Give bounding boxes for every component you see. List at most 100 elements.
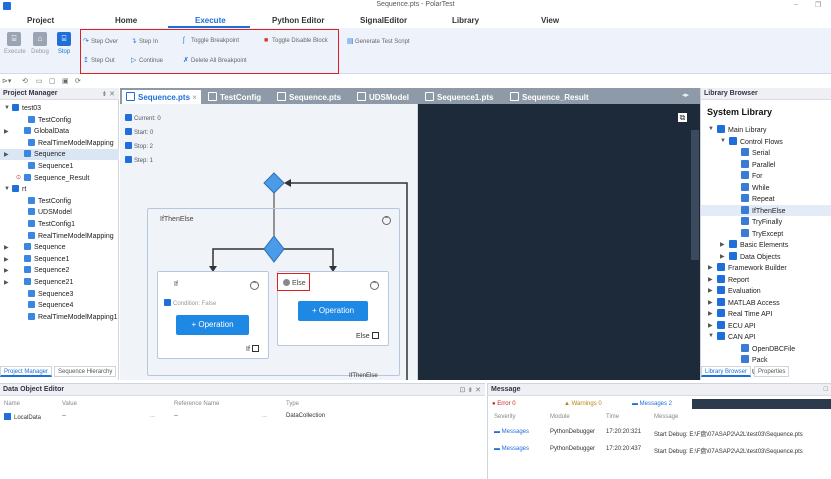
step-in-button[interactable]: ↴Step In — [131, 37, 158, 45]
continue-button[interactable]: ▷Continue — [131, 56, 163, 64]
panel-controls[interactable]: ⇟ ✕ — [101, 91, 115, 98]
tree-item[interactable]: ▶GlobalData — [0, 126, 119, 137]
fit-view-icon[interactable]: ⧉ — [678, 113, 687, 122]
row-ref-menu[interactable]: ... — [262, 413, 268, 419]
menu-execute[interactable]: Execute — [195, 16, 226, 25]
collapse-icon[interactable]: ▶ — [708, 276, 713, 283]
tab-sequence-hierarchy[interactable]: Sequence Hierarchy — [54, 366, 117, 377]
collapse-icon[interactable]: ⌃ — [370, 281, 379, 290]
tab-testconfig[interactable]: TestConfig — [204, 90, 265, 104]
library-item[interactable]: ▶Report — [701, 274, 831, 285]
toggle-disable-block-button[interactable]: ■Toggle Disable Block — [264, 37, 328, 44]
library-item[interactable]: ▼Control Flows — [701, 136, 831, 147]
library-item[interactable]: TryFinally — [701, 216, 831, 227]
collapse-icon[interactable]: ⌃ — [382, 216, 391, 225]
library-item[interactable]: ▶Basic Elements — [701, 239, 831, 250]
row-ref[interactable]: -- — [174, 413, 178, 419]
menu-python-editor[interactable]: Python Editor — [272, 16, 325, 25]
library-item[interactable]: ▶ECU API — [701, 320, 831, 331]
library-item[interactable]: ▶MATLAB Access — [701, 297, 831, 308]
collapse-icon[interactable]: ⌃ — [250, 281, 259, 290]
close-icon[interactable]: × — [192, 93, 197, 102]
library-item[interactable]: TryExcept — [701, 228, 831, 239]
library-item[interactable]: OpenDBCFile — [701, 343, 831, 354]
tree-item[interactable]: ▶Sequence — [0, 242, 119, 253]
tab-sequence1-pts[interactable]: Sequence1.pts — [421, 90, 497, 104]
tree-item[interactable]: ▼rt — [0, 184, 119, 195]
restore-icon[interactable]: ❐ — [815, 2, 822, 9]
collapse-icon[interactable]: ▶ — [708, 265, 713, 271]
menu-signal-editor[interactable]: SignalEditor — [360, 16, 408, 25]
tree-item[interactable]: ⊙Sequence_Result — [0, 173, 119, 184]
library-item[interactable]: ▶Real Time API — [701, 308, 831, 319]
tab-list-icon[interactable]: ◂▸ — [682, 92, 690, 99]
expand-icon[interactable]: ▼ — [4, 186, 10, 193]
tree-item[interactable]: RealTimeModelMapping1 — [0, 312, 119, 323]
expand-icon[interactable]: ▼ — [708, 333, 714, 339]
panel-controls[interactable]: ⊡ ⇟ ✕ — [459, 387, 482, 394]
collapse-icon[interactable]: ▶ — [4, 280, 9, 286]
library-item[interactable]: Repeat — [701, 193, 831, 204]
run-dropdown-icon[interactable]: ⊳▾ — [2, 78, 12, 85]
collapse-icon[interactable]: ▶ — [4, 129, 9, 136]
library-item[interactable]: Serial — [701, 147, 831, 158]
library-item[interactable]: ▼CAN API — [701, 331, 831, 342]
collapse-icon[interactable]: ▶ — [708, 288, 713, 294]
tab-udsmodel[interactable]: UDSModel — [353, 90, 413, 104]
tree-item[interactable]: TestConfig — [0, 115, 119, 126]
add-operation-button-else[interactable]: + Operation — [298, 301, 368, 321]
warning-filter[interactable]: ▲ Warnings 0 — [564, 401, 602, 407]
step-out-button[interactable]: ↥Step Out — [83, 56, 115, 64]
minimize-icon[interactable]: – — [794, 1, 798, 8]
collapse-icon[interactable]: ▶ — [708, 311, 713, 317]
collapse-icon[interactable]: ▶ — [708, 322, 713, 329]
add-operation-button-if[interactable]: + Operation — [176, 315, 249, 335]
menu-library[interactable]: Library — [452, 16, 480, 25]
scrollbar-thumb[interactable] — [691, 130, 699, 260]
collapse-icon[interactable]: ▶ — [4, 256, 9, 263]
error-filter[interactable]: ● Error 0 — [492, 401, 516, 407]
debug-button[interactable]: ⌂ Debug — [30, 32, 50, 55]
library-item[interactable]: ▶Framework Builder — [701, 262, 831, 273]
collapse-icon[interactable]: ▶ — [4, 245, 9, 252]
tree-item[interactable]: Sequence1 — [0, 161, 119, 172]
tree-item[interactable]: RealTimeModelMapping — [0, 231, 119, 242]
messages-filter[interactable]: ▬ Messages 2 — [632, 401, 673, 407]
tab-sequence-pts-2[interactable]: Sequence.pts — [273, 90, 345, 104]
collapse-icon[interactable]: ▶ — [4, 268, 9, 275]
tree-item[interactable]: ▶Sequence — [0, 149, 119, 161]
library-item[interactable]: IfThenElse — [701, 204, 831, 216]
refresh-icon[interactable]: ⟲ — [22, 78, 28, 85]
generate-test-script-button[interactable]: ▤Generate Test Script — [347, 37, 410, 45]
collapse-icon[interactable]: ▶ — [4, 152, 9, 159]
if-check[interactable]: If — [246, 345, 259, 353]
tree-item[interactable]: UDSModel — [0, 207, 119, 218]
tree-item[interactable]: RealTimeModelMapping — [0, 138, 119, 149]
step-over-button[interactable]: ↷Step Over — [83, 37, 118, 45]
tree-item[interactable]: Sequence4 — [0, 300, 119, 311]
tree-item[interactable]: ▶Sequence21 — [0, 277, 119, 288]
library-item[interactable]: While — [701, 182, 831, 193]
if-checkbox[interactable] — [251, 345, 259, 352]
tree-item[interactable]: Sequence3 — [0, 289, 119, 300]
expand-icon[interactable]: ▼ — [720, 137, 726, 144]
tree-item[interactable]: ▶Sequence1 — [0, 254, 119, 265]
row-value[interactable]: -- — [62, 413, 66, 419]
row-value-menu[interactable]: ... — [150, 413, 156, 419]
collapse-icon[interactable]: ▶ — [720, 242, 725, 248]
library-item[interactable]: ▶Evaluation — [701, 285, 831, 296]
tab-library-browser[interactable]: Library Browser — [701, 366, 752, 377]
window-icon[interactable]: ▭ — [36, 78, 43, 85]
tree-item[interactable]: TestConfig1 — [0, 219, 119, 230]
collapse-icon[interactable]: ▶ — [720, 253, 725, 260]
tab-sequence-pts[interactable]: Sequence.pts × — [122, 90, 201, 104]
library-item[interactable]: Parallel — [701, 159, 831, 170]
library-item[interactable]: ▶Data Objects — [701, 251, 831, 262]
else-check[interactable]: Else — [356, 332, 379, 340]
delete-all-breakpoint-button[interactable]: ✗Delete All Breakpoint — [183, 56, 247, 64]
tab-properties[interactable]: Properties — [754, 366, 790, 377]
execute-button[interactable]: ⌸ Execute — [4, 32, 26, 55]
stop-button[interactable]: ⌸ Stop — [54, 32, 74, 55]
layout-icon[interactable]: ▣ — [62, 78, 69, 85]
